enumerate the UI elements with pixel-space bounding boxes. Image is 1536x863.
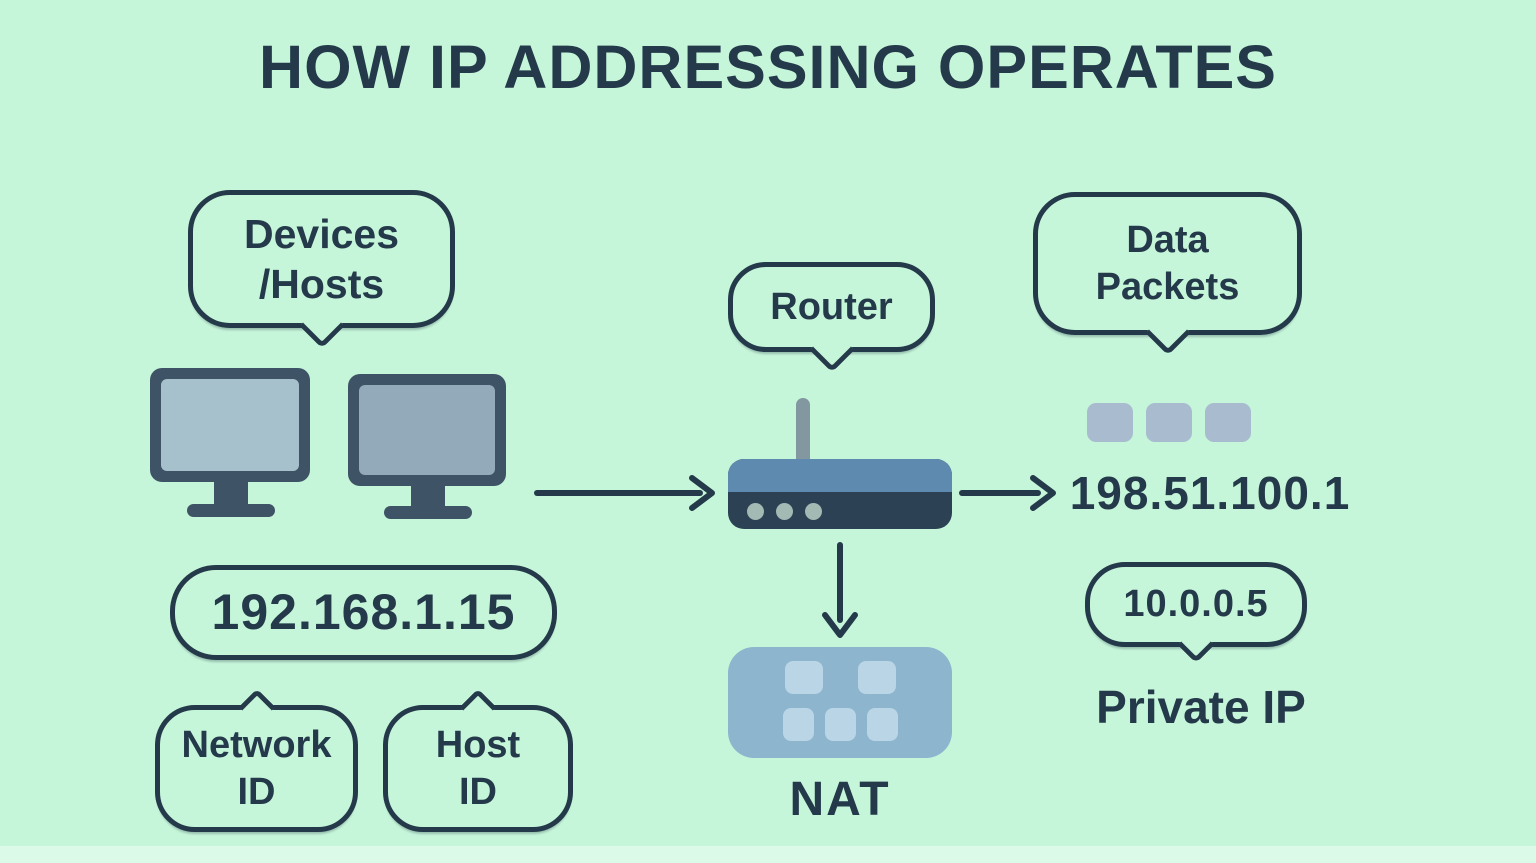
data-packet-icon [1087,403,1133,442]
network-id-bubble: Network ID [155,688,358,832]
nat-square-icon [867,708,898,741]
router-bubble: Router [728,262,935,373]
monitor-icon [348,374,506,486]
monitor-icon [150,368,310,482]
bubble-tail-icon [459,688,497,726]
bottom-strip [0,846,1536,863]
host-id-label-line2: ID [459,770,497,813]
router-led-icon [776,503,793,520]
router-led-icon [747,503,764,520]
nat-square-icon [785,661,823,694]
devices-hosts-label-line2: /Hosts [258,261,385,307]
monitor-screen [161,379,299,471]
data-packets-label-line2: Packets [1095,265,1240,308]
data-packets-label-line1: Data [1126,219,1209,262]
nat-square-icon [783,708,814,741]
host-id-label-line1: Host [435,724,521,767]
bubble-tail-icon [1177,626,1215,664]
nat-label: NAT [789,773,891,826]
devices-hosts-label-line1: Devices [243,210,399,257]
monitor-stand-base [187,504,275,517]
arrow-down-icon [822,542,858,638]
local-ip-value: 192.168.1.15 [211,584,516,640]
nat-square-icon [858,661,896,694]
private-ip-bubble: 10.0.0.5 [1085,562,1307,664]
monitor-stand-base [384,506,472,519]
bubble-tail-icon [808,327,855,373]
router-top-panel [728,459,952,492]
nat-square-icon [825,708,856,741]
arrow-right-icon [534,475,715,511]
monitor-screen [359,385,495,475]
monitor-stand-stem [411,484,445,509]
router-icon [728,459,952,529]
network-id-label-line2: ID [237,770,276,813]
local-ip-bubble: 192.168.1.15 [170,565,557,660]
private-ip-value: 10.0.0.5 [1123,583,1269,626]
private-ip-caption: Private IP [1096,681,1306,733]
network-id-label-line1: Network [181,724,332,767]
data-packet-icon [1146,403,1192,442]
host-id-bubble: Host ID [383,688,573,832]
router-led-icon [805,503,822,520]
page-title: HOW IP ADDRESSING OPERATES [259,33,1277,101]
router-antenna-icon [796,398,810,464]
router-label: Router [770,285,893,328]
arrow-right-icon [959,475,1056,511]
data-packets-bubble: Data Packets [1033,192,1302,356]
bubble-tail-icon [238,688,275,726]
bubble-tail-icon [1144,310,1191,356]
public-ip-text: 198.51.100.1 [1069,467,1351,519]
devices-hosts-bubble: Devices /Hosts [188,190,455,349]
bubble-tail-icon [298,303,345,349]
monitor-stand-stem [214,480,248,508]
data-packet-icon [1205,403,1251,442]
nat-icon [728,647,952,758]
